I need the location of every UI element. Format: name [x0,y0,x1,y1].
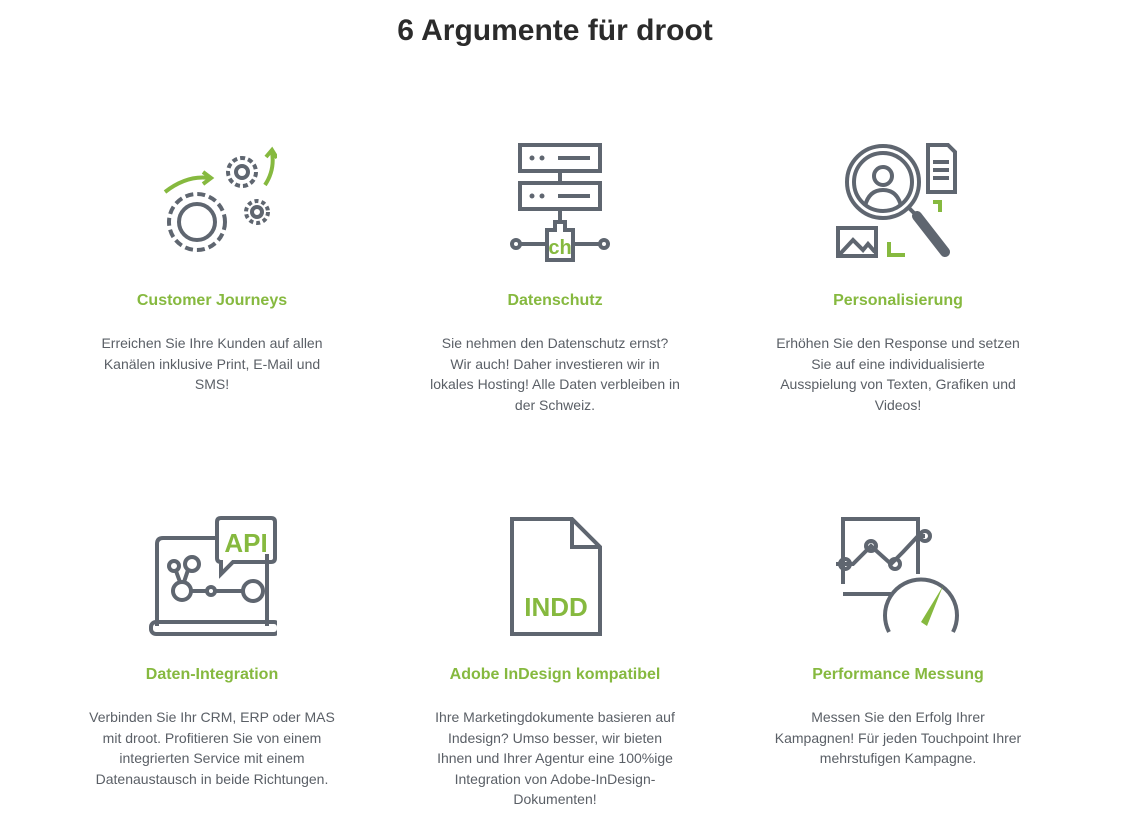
gears-icon [163,146,277,252]
feature-customer-journeys: Customer Journeys Erreichen Sie Ihre Kun… [77,140,347,392]
feature-text: Ihre Marketingdokumente basieren auf Ind… [435,709,675,807]
feature-title: Datenschutz [507,292,603,309]
feature-title: Daten-Integration [145,666,279,683]
server-ch-icon: ch [510,143,610,262]
icon-label: ch [548,237,571,259]
feature-title: Adobe InDesign kompatibel [449,666,661,683]
feature-datenschutz: ch Datenschutz Sie nehmen den Datenschut… [420,140,690,413]
page-title: 6 Argumente für droot [397,14,713,47]
feature-personalisierung: Personalisierung Erhöhen Sie den Respons… [763,140,1033,413]
person-magnifier-icon [836,143,957,258]
feature-text: Messen Sie den Erfolg Ihrer Kampagnen! F… [774,709,1022,766]
feature-title: Customer Journeys [136,292,288,309]
icon-label: INDD [524,592,588,622]
indd-file-icon: INDD [510,517,602,636]
feature-indesign: INDD Adobe InDesign kompatibel Ihre Mark… [420,514,690,807]
feature-text: Sie nehmen den Datenschutz ernst? Wir au… [430,335,680,413]
laptop-api-icon: API [149,516,277,636]
icon-label: API [224,528,267,558]
feature-daten-integration: API Daten-Integration Verbinden Sie Ihr … [77,514,347,787]
feature-title: Personalisierung [833,292,963,309]
feature-text: Erhöhen Sie den Response und setzen Sie … [776,335,1020,413]
feature-performance: Performance Messung Messen Sie den Erfol… [763,514,1033,766]
chart-gauge-icon [836,517,959,633]
feature-title: Performance Messung [812,666,984,683]
feature-text: Erreichen Sie Ihre Kunden auf allen Kanä… [101,335,323,392]
feature-text: Verbinden Sie Ihr CRM, ERP oder MAS mit … [89,709,335,787]
